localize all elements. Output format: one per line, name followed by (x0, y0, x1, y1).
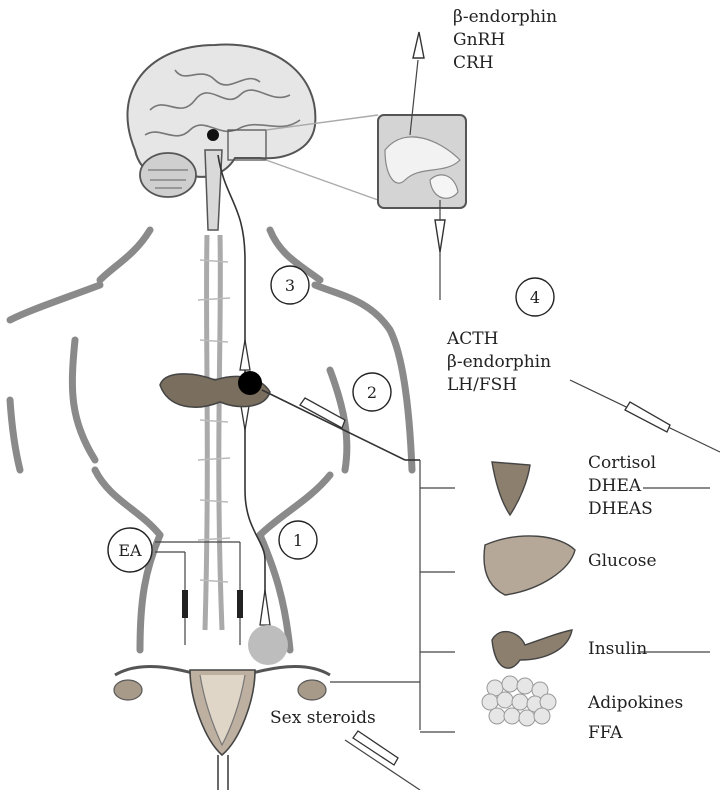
hypothalamus-hormones: β-endorphin GnRH CRH (453, 7, 557, 73)
body-outline (10, 230, 412, 650)
uterus-ovaries (114, 666, 330, 790)
organ-bracket (330, 460, 455, 732)
marker-4: 4 (516, 278, 554, 316)
marker-1-label: 1 (293, 531, 303, 550)
ea-label: EA (118, 541, 142, 560)
label-acth: ACTH (446, 329, 498, 349)
marker-2-label: 2 (367, 383, 377, 402)
ganglion-node (238, 371, 262, 395)
label-cortisol: Cortisol (588, 453, 656, 473)
label-ffa: FFA (588, 723, 623, 743)
pituitary-inset (378, 115, 466, 208)
ovary-arrow (345, 731, 420, 790)
label-lh-fsh: LH/FSH (447, 375, 517, 395)
cerebellum (140, 153, 196, 197)
label-dhea: DHEA (588, 476, 642, 496)
fat-hormones: Adipokines FFA (587, 693, 683, 743)
label-adipokines: Adipokines (587, 693, 683, 713)
label-gnrh: GnRH (453, 30, 505, 50)
marker-3-label: 3 (285, 276, 295, 295)
adrenal-hormones: Cortisol DHEA DHEAS (588, 453, 656, 519)
target-region (248, 625, 288, 665)
pancreas (492, 630, 572, 668)
adipose-tissue (482, 676, 556, 726)
pituitary-arrow (435, 200, 445, 300)
zoom-connectors (266, 115, 378, 200)
label-beta-endorphin: β-endorphin (447, 352, 551, 372)
marker-2: 2 (353, 373, 391, 411)
marker-3: 3 (271, 266, 309, 304)
pituitary-hormones: ACTH β-endorphin LH/FSH (446, 329, 551, 395)
ganglion (160, 371, 270, 407)
adrenal-gland (492, 462, 530, 515)
label-sex-steroids: Sex steroids (270, 708, 376, 728)
ea-electrodes (155, 542, 243, 645)
label-glucose: Glucose (588, 551, 657, 571)
ea-marker: EA (108, 528, 152, 572)
hypothalamus-dot (207, 129, 219, 141)
liver (484, 536, 575, 595)
brain (127, 45, 315, 230)
spinal-cord (198, 235, 230, 630)
label-dheas: DHEAS (588, 499, 653, 519)
label-crh: CRH (453, 53, 494, 73)
marker-4-label: 4 (530, 288, 540, 307)
marker-1: 1 (279, 521, 317, 559)
label-insulin: Insulin (588, 639, 647, 659)
label-beta-endorphin-top: β-endorphin (453, 7, 557, 27)
